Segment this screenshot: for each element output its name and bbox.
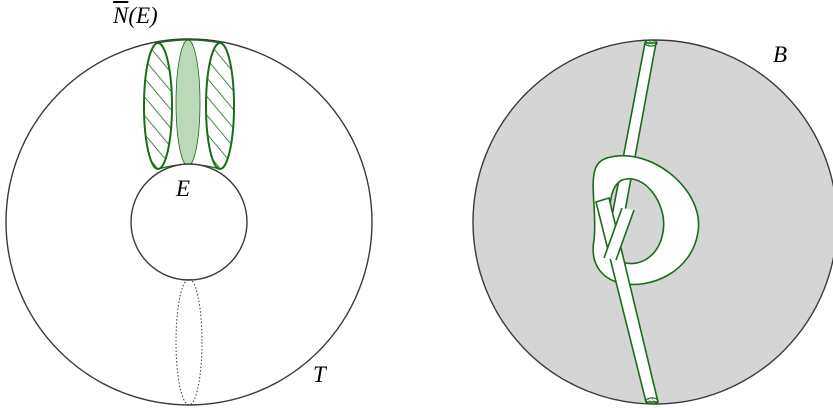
torus-diagram bbox=[5, 38, 373, 406]
label-b: B bbox=[773, 42, 788, 67]
right-hatched-disk bbox=[205, 42, 235, 170]
neighbourhood-top-arc bbox=[157, 39, 221, 44]
label-t: T bbox=[313, 362, 326, 387]
disk-b bbox=[472, 39, 833, 405]
torus-inner-circle bbox=[130, 163, 248, 281]
band-bottom-cap bbox=[645, 397, 659, 405]
left-hatched-disk bbox=[143, 42, 173, 170]
disk-diagram bbox=[472, 39, 833, 405]
meridian-disk-e bbox=[175, 39, 201, 167]
band-top-cap bbox=[644, 39, 658, 47]
label-n: N bbox=[113, 3, 129, 28]
band-upper-edge-right bbox=[615, 209, 635, 261]
label-n-argument: (E) bbox=[128, 3, 158, 28]
label-e: E bbox=[176, 176, 191, 201]
band-upper-overcross bbox=[604, 208, 634, 260]
label-neighbourhood: N(E) bbox=[113, 4, 158, 27]
dotted-meridian bbox=[175, 278, 203, 406]
band-upper-edge-left bbox=[603, 207, 623, 259]
